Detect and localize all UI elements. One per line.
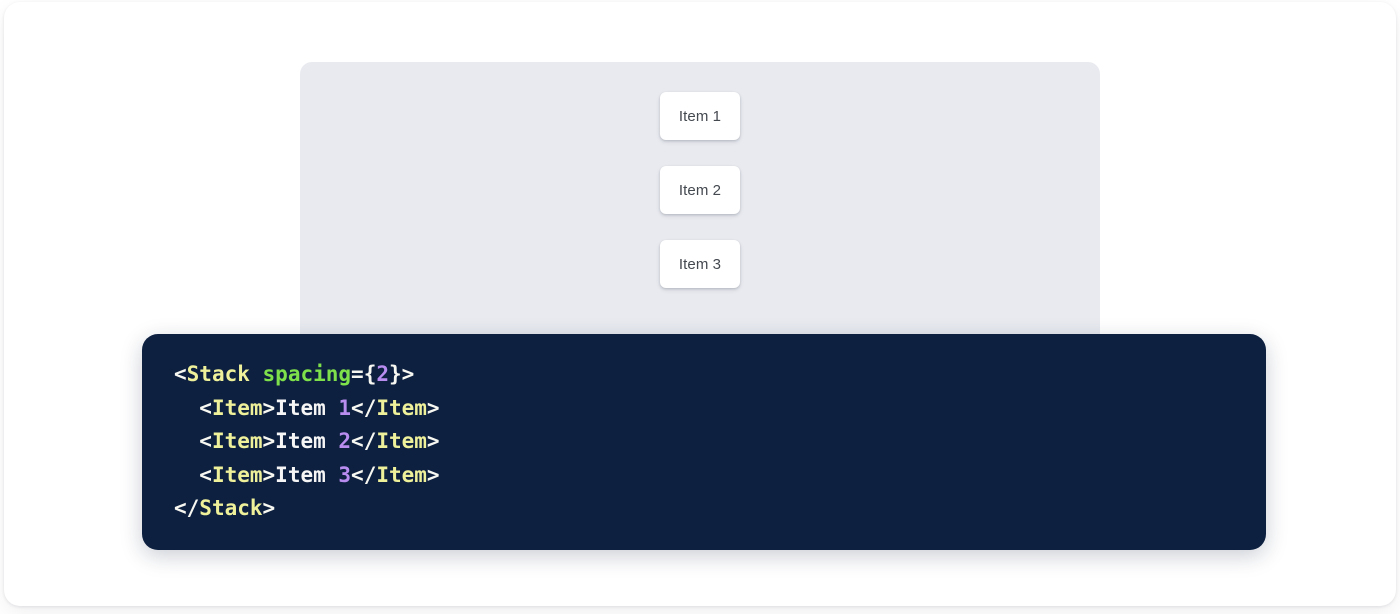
- stack-item-label: Item 2: [678, 181, 722, 199]
- code-snippet-text: <Stack spacing={2}> <Item>Item 1</Item> …: [174, 358, 440, 526]
- code-token-tag: Stack: [186, 362, 250, 386]
- code-token-tag: Item: [211, 462, 263, 487]
- code-token-punct: </: [351, 429, 377, 454]
- code-token-punct: }>: [389, 362, 415, 386]
- stack-item[interactable]: Item 3: [660, 240, 740, 288]
- code-token-punct: >: [426, 462, 440, 487]
- code-token-punct: ={: [351, 362, 377, 386]
- code-token-punct: >: [262, 496, 276, 521]
- stack-item[interactable]: Item 1: [660, 92, 740, 140]
- code-line: <Item>Item 3</Item>: [174, 462, 440, 487]
- code-token-num: 2: [376, 362, 389, 386]
- code-token-tag: Stack: [199, 496, 263, 521]
- code-token-punct: <: [174, 462, 212, 487]
- code-token-text: Item: [275, 395, 339, 420]
- code-token-attr: spacing: [262, 362, 352, 386]
- code-token-tag: Item: [376, 395, 427, 420]
- code-token-tag: Item: [211, 395, 263, 420]
- code-token-punct: >: [262, 395, 276, 420]
- code-token-tag: Item: [376, 462, 427, 487]
- stack-item-label: Item 1: [678, 107, 722, 125]
- code-token-num: 1: [338, 395, 352, 420]
- stack-container: Item 1 Item 2 Item 3: [300, 92, 1100, 288]
- code-token-punct: [250, 362, 263, 386]
- code-token-tag: Item: [211, 429, 263, 454]
- code-token-punct: >: [426, 429, 440, 454]
- code-token-punct: >: [426, 395, 440, 420]
- code-token-text: Item: [275, 462, 339, 487]
- code-line: <Item>Item 1</Item>: [174, 395, 440, 420]
- code-token-punct: </: [174, 496, 200, 521]
- code-token-punct: <: [174, 395, 212, 420]
- code-token-punct: </: [351, 462, 377, 487]
- code-token-punct: <: [174, 362, 187, 386]
- code-token-punct: >: [262, 462, 276, 487]
- code-line: </Stack>: [174, 496, 275, 520]
- code-token-punct: <: [174, 429, 212, 454]
- code-token-punct: >: [262, 429, 276, 454]
- code-line: <Stack spacing={2}>: [174, 362, 414, 386]
- stack-item-label: Item 3: [678, 255, 722, 273]
- code-token-text: Item: [275, 429, 339, 454]
- code-token-num: 3: [338, 462, 352, 487]
- code-snippet-block[interactable]: <Stack spacing={2}> <Item>Item 1</Item> …: [142, 334, 1266, 550]
- code-token-num: 2: [338, 429, 352, 454]
- code-token-tag: Item: [376, 429, 427, 454]
- code-token-punct: </: [351, 395, 377, 420]
- stack-item[interactable]: Item 2: [660, 166, 740, 214]
- code-line: <Item>Item 2</Item>: [174, 429, 440, 454]
